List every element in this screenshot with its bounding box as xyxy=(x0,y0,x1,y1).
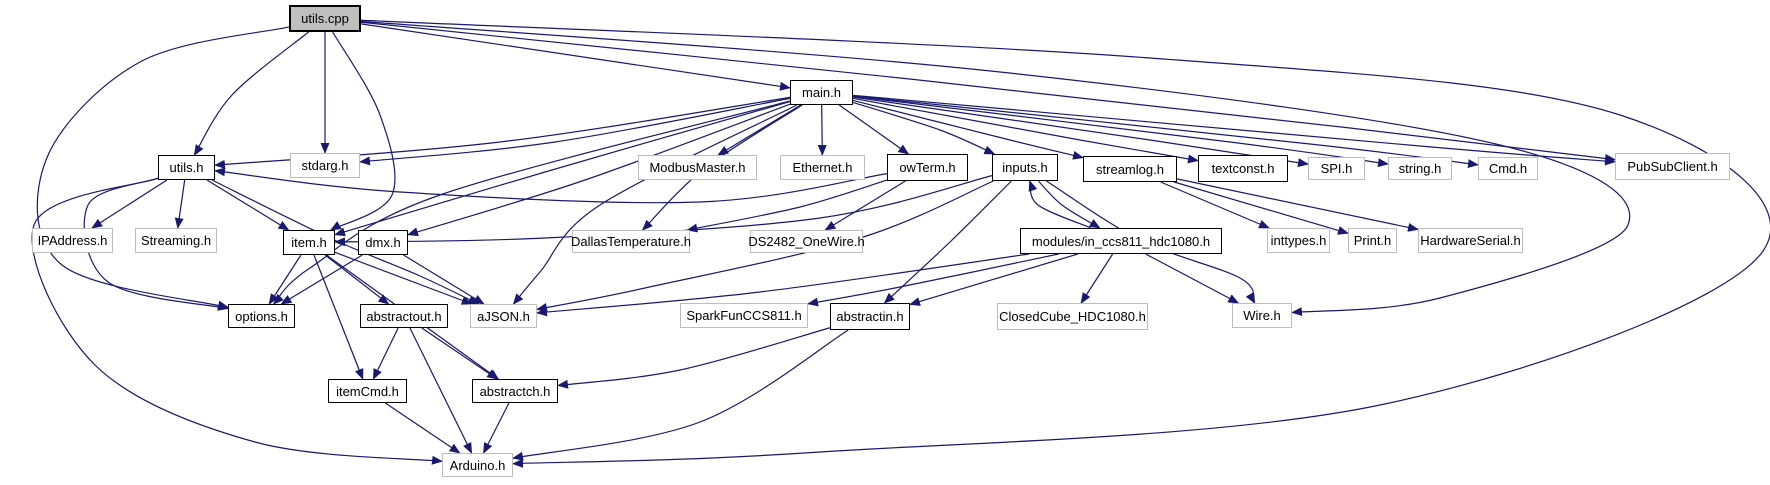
edge-main-h-to-ethernet xyxy=(817,104,827,156)
edge-inputs-to-wire xyxy=(1046,180,1256,304)
node-hwserial: HardwareSerial.h xyxy=(1418,228,1523,253)
node-utils-cpp: utils.cpp xyxy=(289,5,361,32)
edge-item-to-abstractout xyxy=(324,254,390,305)
edge-abstractout-to-itemcmd xyxy=(372,327,399,380)
edge-utils-cpp-to-utils-h xyxy=(193,31,309,156)
node-ethernet: Ethernet.h xyxy=(780,155,865,180)
edge-modules-to-closedcube xyxy=(1080,253,1114,304)
edge-abstractin-to-abstractch xyxy=(557,327,831,389)
node-closedcube: ClosedCube_HDC1080.h xyxy=(997,303,1148,330)
edge-utils-cpp-to-pubsub xyxy=(360,21,1616,163)
edge-inputs-to-modules xyxy=(1037,180,1101,229)
node-ds2482: DS2482_OneWire.h xyxy=(748,230,865,253)
edge-main-h-to-ajson xyxy=(512,104,798,305)
node-abstractout[interactable]: abstractout.h xyxy=(360,304,448,328)
edge-main-h-to-streamlog xyxy=(852,99,1084,160)
edge-inputs-to-abstractin xyxy=(883,180,1012,304)
node-wire: Wire.h xyxy=(1232,303,1292,328)
node-ipaddress: IPAddress.h xyxy=(32,228,113,253)
node-pubsub: PubSubClient.h xyxy=(1615,153,1730,180)
node-modules[interactable]: modules/in_ccs811_hdc1080.h xyxy=(1020,228,1222,254)
edge-owterm-to-dallas xyxy=(686,179,888,233)
edge-utils-cpp-to-arduino xyxy=(360,19,1770,468)
edge-abstractout-to-arduino xyxy=(409,327,473,454)
node-stdarg-h: stdarg.h xyxy=(290,153,360,178)
node-arduino: Arduino.h xyxy=(442,453,513,477)
edge-utils-h-to-item xyxy=(206,179,290,231)
edge-abstractin-to-arduino xyxy=(512,329,849,461)
edge-item-to-itemcmd xyxy=(313,254,364,380)
node-string-h: string.h xyxy=(1388,157,1452,180)
edge-utils-cpp-to-options xyxy=(36,26,290,310)
edge-inputs-to-ajson xyxy=(536,180,994,312)
edge-main-h-to-item xyxy=(334,100,791,237)
node-streamlog[interactable]: streamlog.h xyxy=(1083,156,1177,182)
edge-modules-to-ajson xyxy=(536,253,1030,317)
edge-modules-to-sparkfun xyxy=(807,253,1059,307)
node-modbus: ModbusMaster.h xyxy=(638,155,757,180)
edge-item-to-ajson xyxy=(334,251,473,305)
edge-main-h-to-dmx xyxy=(407,103,791,237)
node-dallas: DallasTemperature.h xyxy=(571,230,691,253)
edge-modules-to-wire xyxy=(1145,253,1240,304)
edge-main-h-to-inputs xyxy=(852,101,996,155)
edge-main-h-to-stdarg-h xyxy=(359,97,791,166)
edge-utils-cpp-to-main-h xyxy=(360,23,791,91)
edge-utils-h-to-streaming xyxy=(174,179,186,229)
edge-dmx-to-options xyxy=(280,254,363,305)
node-ajson: aJSON.h xyxy=(470,304,537,328)
edge-streamlog-to-print xyxy=(1173,181,1349,235)
node-sparkfun: SparkFunCCS811.h xyxy=(680,303,808,328)
node-inputs[interactable]: inputs.h xyxy=(992,154,1058,181)
edge-utils-cpp-to-wire xyxy=(360,20,1631,317)
node-utils-h[interactable]: utils.h xyxy=(158,155,215,180)
edge-main-h-to-pubsub xyxy=(852,94,1616,166)
edge-modules-to-abstractin xyxy=(909,253,1078,306)
edge-main-h-to-textconst xyxy=(852,97,1199,164)
node-streaming: Streaming.h xyxy=(135,228,217,253)
edge-abstractout-to-abstractch xyxy=(421,327,499,380)
edge-streamlog-to-hwserial xyxy=(1176,178,1419,232)
edge-modules-to-inputs xyxy=(1028,180,1092,229)
node-item[interactable]: item.h xyxy=(283,230,335,255)
node-main-h[interactable]: main.h xyxy=(790,80,853,105)
edge-main-h-to-utils-h xyxy=(214,96,791,169)
edge-abstractch-to-arduino xyxy=(483,402,510,454)
edge-main-h-to-modbus xyxy=(717,104,802,156)
node-inttypes: inttypes.h xyxy=(1267,228,1330,253)
node-textconst[interactable]: textconst.h xyxy=(1198,155,1288,182)
node-owterm[interactable]: owTerm.h xyxy=(887,154,968,181)
edge-utils-cpp-to-item xyxy=(329,31,396,231)
node-abstractch[interactable]: abstractch.h xyxy=(472,379,558,403)
node-options[interactable]: options.h xyxy=(228,304,295,328)
node-cmd: Cmd.h xyxy=(1478,157,1538,180)
node-dmx[interactable]: dmx.h xyxy=(358,230,408,255)
node-print: Print.h xyxy=(1348,228,1397,253)
edge-utils-h-to-ipaddress xyxy=(91,179,168,229)
edge-owterm-to-utils-h xyxy=(214,167,888,204)
edge-itemcmd-to-arduino xyxy=(385,402,461,454)
edge-streamlog-to-inttypes xyxy=(1160,181,1270,229)
node-abstractin[interactable]: abstractin.h xyxy=(830,303,910,330)
edge-utils-h-to-arduino xyxy=(31,177,443,465)
edge-main-h-to-owterm xyxy=(838,104,910,155)
edge-owterm-to-ds2482 xyxy=(824,180,906,231)
node-itemcmd[interactable]: itemCmd.h xyxy=(328,379,407,403)
edge-dmx-to-ajson xyxy=(403,254,485,305)
node-spi: SPI.h xyxy=(1308,157,1365,180)
edge-item-to-options xyxy=(268,254,302,305)
edge-main-h-to-options xyxy=(272,100,791,305)
